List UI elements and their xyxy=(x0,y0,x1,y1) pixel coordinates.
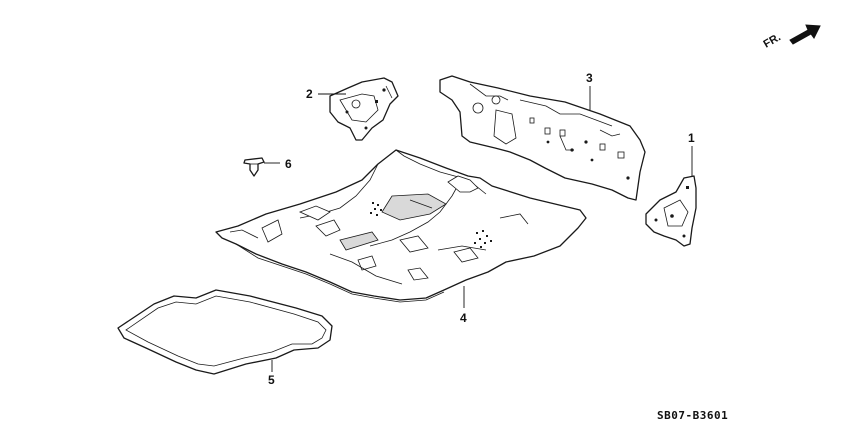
part-5-floor-mat xyxy=(117,289,333,375)
callout-label-3: 3 xyxy=(586,71,593,85)
front-direction-indicator: FR. xyxy=(762,24,821,51)
part-6-clip xyxy=(243,157,265,177)
callout-label-6: 6 xyxy=(285,157,292,171)
callout-5: 5 xyxy=(268,360,275,387)
callout-label-2: 2 xyxy=(306,87,313,101)
front-direction-arrow-icon xyxy=(789,24,821,45)
diagram-code: SB07-B3601 xyxy=(657,409,728,422)
callout-4: 4 xyxy=(460,286,467,325)
callout-3: 3 xyxy=(586,71,593,110)
part-4-floor-carpet xyxy=(215,149,587,303)
part-3-dash-insulator xyxy=(439,75,646,201)
carpet-perforation-right xyxy=(474,230,492,248)
callout-6: 6 xyxy=(264,157,292,171)
callout-label-5: 5 xyxy=(268,373,275,387)
carpet-perforation-left xyxy=(370,202,382,216)
front-direction-label: FR. xyxy=(762,31,783,50)
callout-2: 2 xyxy=(306,87,346,101)
callout-label-4: 4 xyxy=(460,311,467,325)
part-1-bracket xyxy=(645,175,697,247)
callout-1: 1 xyxy=(688,131,695,176)
part-2-bracket xyxy=(329,77,399,141)
callout-label-1: 1 xyxy=(688,131,695,145)
